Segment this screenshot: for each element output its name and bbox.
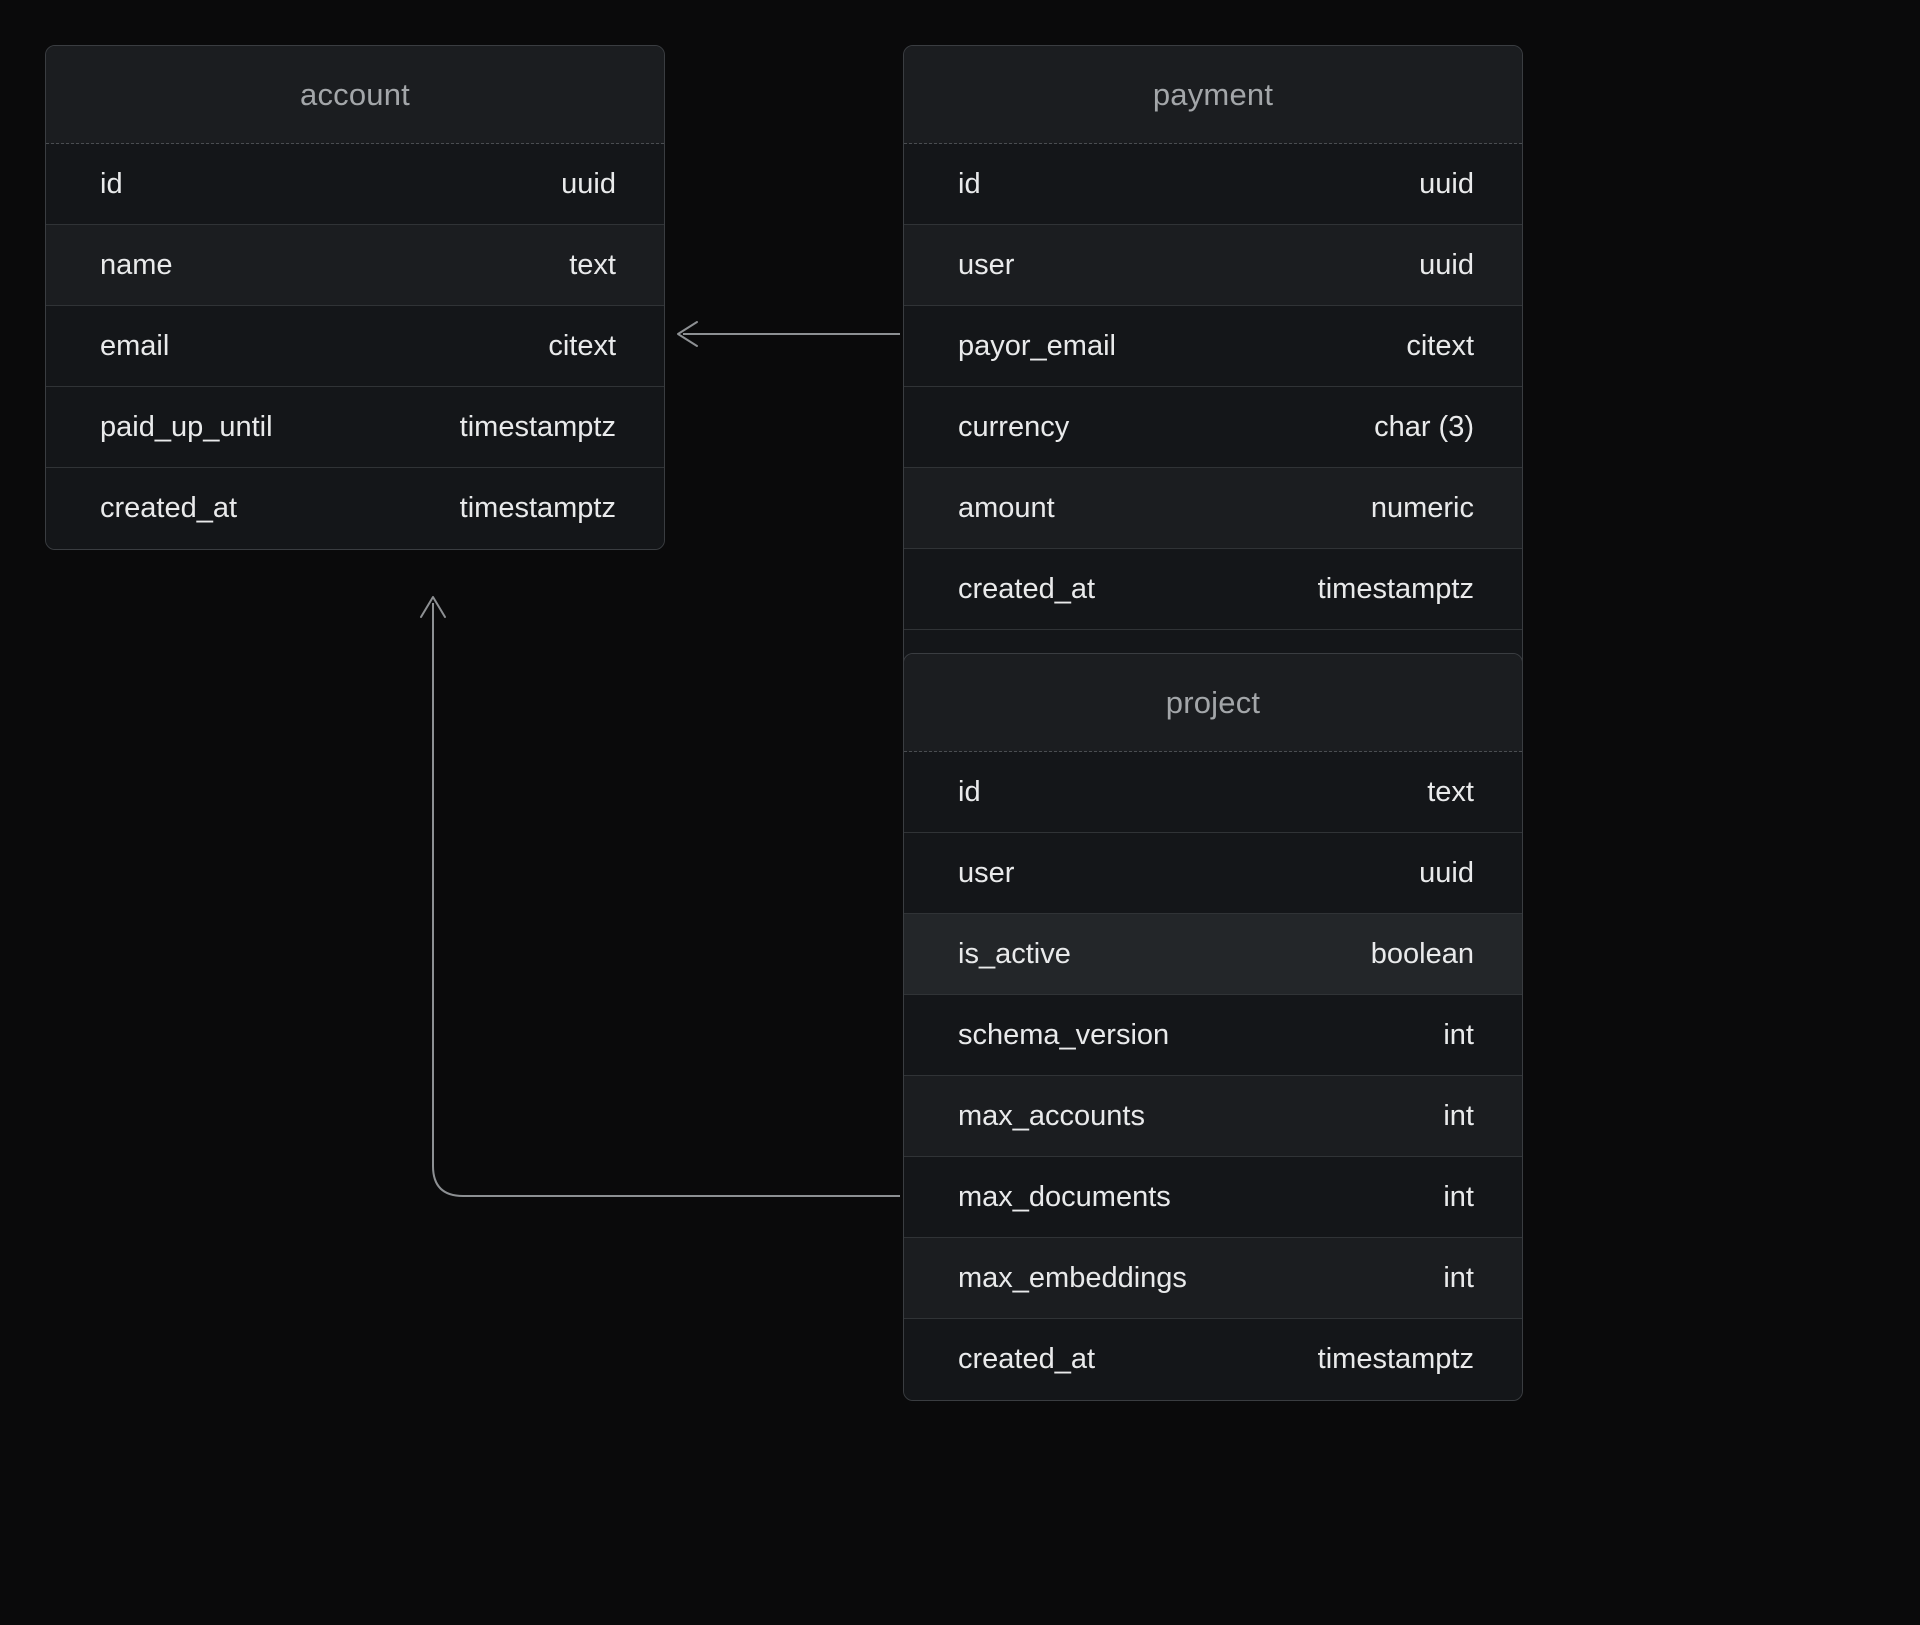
edge-project-to-account [420, 596, 900, 1197]
field-name: currency [958, 410, 1070, 443]
table-row[interactable]: email citext [46, 306, 664, 387]
table-row[interactable]: created_at timestamptz [904, 549, 1522, 630]
table-row[interactable]: id uuid [46, 144, 664, 225]
field-name: name [100, 248, 173, 281]
table-row[interactable]: schema_version int [904, 995, 1522, 1076]
table-row[interactable]: is_active boolean [904, 914, 1522, 995]
table-title-project: project [904, 654, 1522, 752]
field-type: int [1443, 1018, 1474, 1051]
field-type: numeric [1370, 491, 1474, 524]
table-row[interactable]: currency char (3) [904, 387, 1522, 468]
table-row[interactable]: user uuid [904, 833, 1522, 914]
field-name: id [958, 775, 981, 808]
field-name: schema_version [958, 1018, 1170, 1051]
table-row[interactable]: max_documents int [904, 1157, 1522, 1238]
field-type: citext [548, 329, 616, 362]
table-row[interactable]: id uuid [904, 144, 1522, 225]
table-title-account: account [46, 46, 664, 144]
table-row[interactable]: max_accounts int [904, 1076, 1522, 1157]
table-row[interactable]: payor_email citext [904, 306, 1522, 387]
field-name: id [958, 167, 981, 200]
field-type: int [1443, 1180, 1474, 1213]
field-name: created_at [958, 572, 1096, 605]
field-type: uuid [1419, 248, 1474, 281]
field-name: max_accounts [958, 1099, 1145, 1132]
edge-payment-to-account [677, 321, 900, 347]
field-name: max_embeddings [958, 1261, 1187, 1294]
field-name: id [100, 167, 123, 200]
table-row[interactable]: max_embeddings int [904, 1238, 1522, 1319]
table-card-payment[interactable]: payment id uuid user uuid payor_email ci… [903, 45, 1523, 712]
field-name: created_at [100, 492, 238, 524]
field-name: max_documents [958, 1180, 1171, 1213]
table-card-project[interactable]: project id text user uuid is_active bool… [903, 653, 1523, 1401]
field-type: timestamptz [1317, 572, 1474, 605]
table-row[interactable]: paid_up_until timestamptz [46, 387, 664, 468]
field-type: text [1427, 775, 1474, 808]
field-type: citext [1406, 329, 1474, 362]
table-row[interactable]: name text [46, 225, 664, 306]
field-type: uuid [1419, 167, 1474, 200]
field-type: int [1443, 1099, 1474, 1132]
field-type: timestamptz [459, 492, 616, 524]
table-row[interactable]: created_at timestamptz [46, 468, 664, 549]
table-title-payment: payment [904, 46, 1522, 144]
field-type: uuid [561, 167, 616, 200]
field-name: email [100, 329, 170, 362]
field-type: timestamptz [459, 410, 616, 443]
field-type: text [569, 248, 616, 281]
field-type: uuid [1419, 856, 1474, 889]
field-name: is_active [958, 937, 1071, 970]
table-row[interactable]: id text [904, 752, 1522, 833]
field-name: payor_email [958, 329, 1116, 362]
field-name: created_at [958, 1343, 1096, 1375]
field-type: int [1443, 1261, 1474, 1294]
table-card-account[interactable]: account id uuid name text email citext p… [45, 45, 665, 550]
field-name: paid_up_until [100, 410, 273, 443]
table-row[interactable]: amount numeric [904, 468, 1522, 549]
table-row[interactable]: created_at timestamptz [904, 1319, 1522, 1400]
field-type: boolean [1370, 937, 1474, 970]
field-type: char (3) [1374, 410, 1474, 443]
field-name: amount [958, 491, 1055, 524]
field-type: timestamptz [1317, 1343, 1474, 1375]
field-name: user [958, 856, 1015, 889]
table-row[interactable]: user uuid [904, 225, 1522, 306]
field-name: user [958, 248, 1015, 281]
